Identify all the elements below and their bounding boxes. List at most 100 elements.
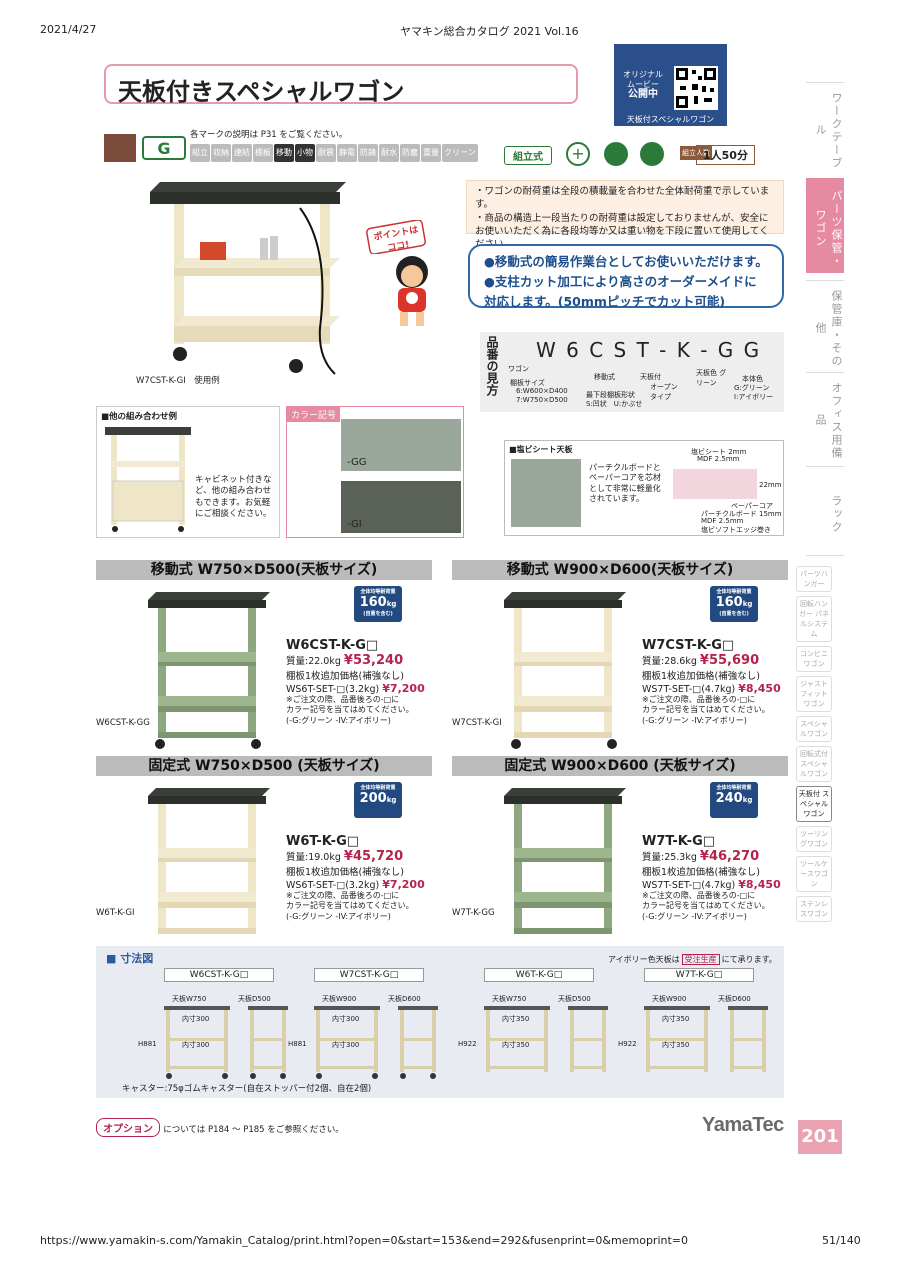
- shelf-set-price: ¥8,450: [738, 682, 781, 695]
- order-note: ※ご注文の際、品番後ろの-□に: [286, 891, 400, 900]
- feature-mark: 重量: [421, 144, 441, 162]
- option-label[interactable]: オプション: [96, 1118, 160, 1137]
- qr-code-icon[interactable]: [674, 66, 718, 110]
- mini-tag[interactable]: ステンレスワゴン: [796, 896, 832, 922]
- section-title: 移動式 W900×D600(天板サイズ): [452, 560, 788, 580]
- shelf-set-price: ¥7,200: [382, 682, 425, 695]
- dim-depth: 天板D600: [388, 995, 421, 1003]
- model-number: W7T-K-G□: [642, 834, 716, 849]
- color-sample-gg: [341, 419, 461, 471]
- mini-tag[interactable]: ツールケースワゴン: [796, 856, 832, 892]
- price: ¥53,240: [343, 653, 404, 668]
- note-line: ・ワゴンの耐荷重は全段の積載量を合わせた全体耐荷重で示しています。: [475, 186, 770, 211]
- dim-width: 天板W900: [652, 995, 687, 1003]
- side-tab-worktable[interactable]: ワークテーブル: [806, 82, 844, 172]
- code-shape: S:凹状 U:かぶせ: [586, 400, 643, 408]
- mini-tag[interactable]: 回転式付 スペシャルワゴン: [796, 746, 832, 782]
- dim-height: H881: [138, 1040, 157, 1048]
- hero-caption: W7CST-K-GI 使用例: [136, 376, 220, 386]
- mini-tag[interactable]: 回転ハンガー パネルシステム: [796, 596, 832, 642]
- mini-tag[interactable]: コンビニワゴン: [796, 646, 832, 672]
- feature-mark: 耐震: [316, 144, 336, 162]
- dim-model: W7T-K-G□: [644, 968, 754, 982]
- order-note: ※ご注文の際、品番後ろの-□に: [286, 695, 400, 704]
- ivory-note: アイボリー色天板は受注生産にて承ります。: [608, 954, 777, 965]
- code-open: オープン タイプ: [650, 383, 678, 401]
- load-unit: kg: [386, 796, 397, 804]
- mini-tag[interactable]: ジャストフィットワゴン: [796, 676, 832, 712]
- order-note: (-G:グリーン -IV:アイボリー): [642, 911, 747, 921]
- side-tab-storage[interactable]: 保管庫・その他: [806, 280, 844, 370]
- order-note: (-G:グリーン -IV:アイボリー): [286, 911, 391, 921]
- feature-mark: クリーン: [442, 144, 478, 162]
- shelf-set: WS6T-SET-□(3.2kg): [286, 880, 380, 891]
- extra-shelf: 棚板1枚追加価格(補強なし): [642, 671, 760, 682]
- footer-url[interactable]: https://www.yamakin-s.com/Yamakin_Catalo…: [40, 1234, 689, 1247]
- print-date: 2021/4/27: [40, 23, 97, 36]
- code-body1: G:グリーン: [734, 384, 770, 392]
- model-code: W 6 C S T - K - G G: [536, 338, 762, 362]
- mini-tag[interactable]: パーツハンガー: [796, 566, 832, 592]
- mini-tag[interactable]: ツーリングワゴン: [796, 826, 832, 852]
- movie-qr-box[interactable]: オリジナル ムービー 公開中 天板付スペシャルワゴン: [614, 44, 727, 126]
- code-top: 天板付: [640, 373, 661, 381]
- dim-height: H922: [618, 1040, 637, 1048]
- wrench-icon: [604, 142, 628, 166]
- svg-text:G: G: [157, 139, 170, 158]
- load-unit: kg: [742, 600, 753, 608]
- shelf-set: WS7T-SET-□(4.7kg): [642, 684, 736, 695]
- ivory-note-pre: アイボリー色天板は: [608, 955, 680, 964]
- feature-mark: 収納: [211, 144, 231, 162]
- marks-row: 組立収納連結棚板移動小物耐震静電防錆耐水防塵重量クリーン: [190, 144, 479, 162]
- load-top: 全体均等耐荷重: [360, 785, 396, 791]
- dim-inner-1: 内寸350: [662, 1015, 690, 1023]
- shelf-set: WS7T-SET-□(4.7kg): [642, 880, 736, 891]
- assembly-badge: 組立式: [504, 146, 552, 165]
- order-note: ※ご注文の際、品番後ろの-□に: [642, 695, 756, 704]
- model-number: W6T-K-G□: [286, 834, 360, 849]
- side-tab-parts-wagon[interactable]: パーツ保管・ワゴン: [806, 178, 844, 273]
- combo-text: キャビネット付きなど、他の組み合わせもできます。お気軽にご相談ください。: [195, 475, 272, 520]
- point-line2: ●支柱カット加工により高さのオーダーメイドに対応します。(50mmピッチでカット…: [484, 274, 757, 309]
- dim-height: H881: [288, 1040, 307, 1048]
- notes-box: ・ワゴンの耐荷重は全段の積載量を合わせた全体耐荷重で示しています。 ・商品の構造…: [466, 180, 784, 250]
- wagon-image: [148, 592, 270, 749]
- pvc-text: パーチクルボードとペーパーコアを芯材として非常に軽量化されています。: [589, 463, 661, 504]
- feature-mark: 小物: [295, 144, 315, 162]
- feature-mark: 防塵: [400, 144, 420, 162]
- pvc-d1: 塩ビシート 2mm: [691, 448, 747, 456]
- price: ¥45,720: [343, 849, 404, 864]
- color-label-gg: -GG: [347, 457, 367, 468]
- mini-tag[interactable]: スペシャルワゴン: [796, 716, 832, 742]
- code-size2: 7:W750×D500: [516, 396, 568, 404]
- feature-mark: 防錆: [358, 144, 378, 162]
- price: ¥46,270: [699, 849, 760, 864]
- movie-caption: 天板付スペシャルワゴン: [626, 115, 715, 124]
- side-tab-office[interactable]: オフィス用備品: [806, 372, 844, 462]
- mini-tag-active[interactable]: 天板付 スペシャルワゴン: [796, 786, 832, 822]
- movie-line3: 公開中: [628, 89, 658, 101]
- pvc-d2: MDF 2.5mm: [697, 455, 740, 463]
- code-wagon: ワゴン: [508, 365, 529, 373]
- photo-label: W7T-K-GG: [452, 908, 495, 918]
- code-move: 移動式: [594, 373, 615, 381]
- shelf-set: WS6T-SET-□(3.2kg): [286, 684, 380, 695]
- feature-mark: 連結: [232, 144, 252, 162]
- mascot-icon: [384, 254, 440, 328]
- order-note: (-G:グリーン -IV:アイボリー): [642, 715, 747, 725]
- side-tab-rack[interactable]: ラック: [806, 466, 844, 556]
- footer-count: 51/140: [822, 1234, 861, 1247]
- load-value: 160: [359, 595, 387, 610]
- section-title: 固定式 W900×D600 (天板サイズ): [452, 756, 788, 776]
- model-number: W6CST-K-G□: [286, 638, 379, 653]
- load-unit: kg: [386, 600, 397, 608]
- wagon-image: [504, 592, 626, 749]
